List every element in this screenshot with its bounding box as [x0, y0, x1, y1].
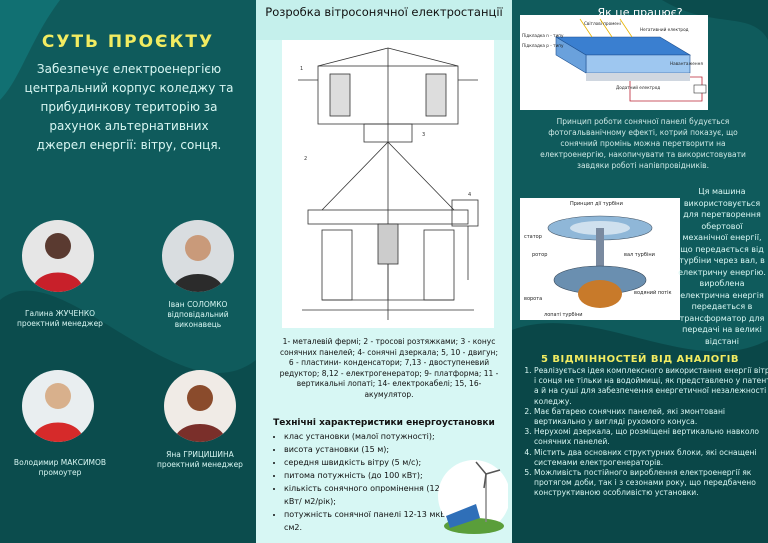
schematic-legend: 1- металевій фермі; 2 - тросові розтяжка…	[279, 337, 499, 399]
solar-principle-text: Принцип роботи сонячної панелі будується…	[540, 117, 746, 170]
turbine-title: Принцип дії турбіни	[570, 201, 623, 207]
project-description: Забезпечує електроенергією центральний к…	[24, 62, 234, 152]
person-2-caption: Іван СОЛОМКО відповідальний виконавець	[148, 300, 248, 330]
difference-item: Реалізується ідея комплексного використа…	[534, 366, 768, 407]
label-p: Підкладка p - типу	[522, 43, 564, 48]
person-name: Галина ЖУЧЕНКО	[24, 309, 96, 318]
middle-panel: Розробка вітросонячної електростанції	[256, 0, 512, 543]
avatar	[22, 370, 94, 442]
differences-list: Реалізується ідея комплексного використа…	[518, 366, 768, 499]
spec-item: потужність сонячної панелі 12-13 мкВт/ с…	[284, 508, 454, 534]
label-3: 3	[422, 132, 425, 138]
label-2: 2	[304, 156, 307, 162]
label-gates: ворота	[524, 296, 542, 302]
difference-item: Можливість постійного вироблення електро…	[534, 468, 768, 499]
label-pos: Додатний електрод	[616, 85, 660, 90]
specs-title: Технічні характеристики енергоустановки	[273, 418, 495, 428]
label-shaft: вал турбіни	[624, 252, 655, 258]
station-heading: Розробка вітросонячної електростанції	[265, 5, 503, 19]
background-wave	[512, 0, 768, 543]
person-name: Володимир МАКСИМОВ	[13, 458, 107, 467]
station-schematic: 1 2 3 4	[282, 40, 494, 328]
person-photo	[162, 220, 234, 292]
specs-list: клас установки (малої потужності); висот…	[270, 430, 454, 534]
label-1: 1	[300, 66, 303, 72]
person-photo	[22, 220, 94, 292]
label-neg: Негативний електрод	[640, 27, 689, 32]
wind-solar-illustration	[438, 460, 508, 534]
person-1-caption: Галина ЖУЧЕНКО проектний менеджер	[10, 309, 110, 329]
differences-title: 5 ВІДМІННОСТЕЙ ВІД АНАЛОГІВ	[540, 354, 740, 365]
spec-item: висота установки (15 м);	[284, 443, 454, 456]
solar-panel-diagram: Світлові промені Підкладка n - типу Підк…	[520, 15, 708, 110]
label-4: 4	[468, 192, 471, 198]
difference-item: Має батарею сонячних панелей, які змонто…	[534, 407, 768, 427]
turbine-diagram: Принцип дії турбіни статор ротор вал тур…	[520, 198, 680, 320]
person-photo	[164, 370, 236, 442]
person-role: відповідальний виконавець	[167, 310, 229, 329]
turbine-description: Ця машина використовується для перетворе…	[678, 187, 766, 346]
project-title: СУТЬ ПРОЄКТУ	[41, 32, 215, 52]
spec-item: клас установки (малої потужності);	[284, 430, 454, 443]
person-role: проектний менеджер	[157, 460, 243, 469]
person-role: промоутер	[38, 468, 82, 477]
label-light: Світлові промені	[584, 21, 621, 26]
person-name: Яна ГРИЦИШИНА	[166, 450, 234, 459]
background-wave	[0, 0, 256, 543]
person-name: Іван СОЛОМКО	[168, 300, 228, 309]
avatar	[164, 370, 236, 442]
spec-item: середня швидкість вітру (5 м/с);	[284, 456, 454, 469]
background-stripe	[256, 0, 512, 40]
label-n: Підкладка n - типу	[522, 33, 564, 38]
label-stator: статор	[524, 234, 542, 240]
person-role: проектний менеджер	[17, 319, 103, 328]
schematic-drawing: 1 2 3 4	[298, 47, 479, 320]
avatar	[162, 220, 234, 292]
label-water: водяний потік	[634, 289, 671, 296]
label-blades: лопаті турбіни	[544, 312, 583, 318]
label-load: Навантаження	[670, 61, 703, 66]
avatar	[22, 220, 94, 292]
turbine-drawing: Принцип дії турбіни статор ротор вал тур…	[524, 201, 671, 318]
difference-item: Нерухомі дзеркала, що розміщені вертикал…	[534, 427, 768, 447]
label-rotor: ротор	[532, 252, 547, 258]
solar-panel-drawing: Світлові промені Підкладка n - типу Підк…	[522, 18, 707, 102]
left-panel: СУТЬ ПРОЄКТУ Забезпечує електроенергією …	[0, 0, 256, 543]
right-panel: Як це працює? Світлові промені Підкладка…	[512, 0, 768, 543]
person-3-caption: Володимир МАКСИМОВ промоутер	[6, 458, 114, 478]
spec-item: кількість сонячного опромінення (1250 кВ…	[284, 482, 454, 508]
person-4-caption: Яна ГРИЦИШИНА проектний менеджер	[148, 450, 252, 470]
difference-item: Містить два основних структурних блоки, …	[534, 448, 768, 468]
person-photo	[22, 370, 94, 442]
spec-item: питома потужність (до 100 кВт);	[284, 469, 454, 482]
